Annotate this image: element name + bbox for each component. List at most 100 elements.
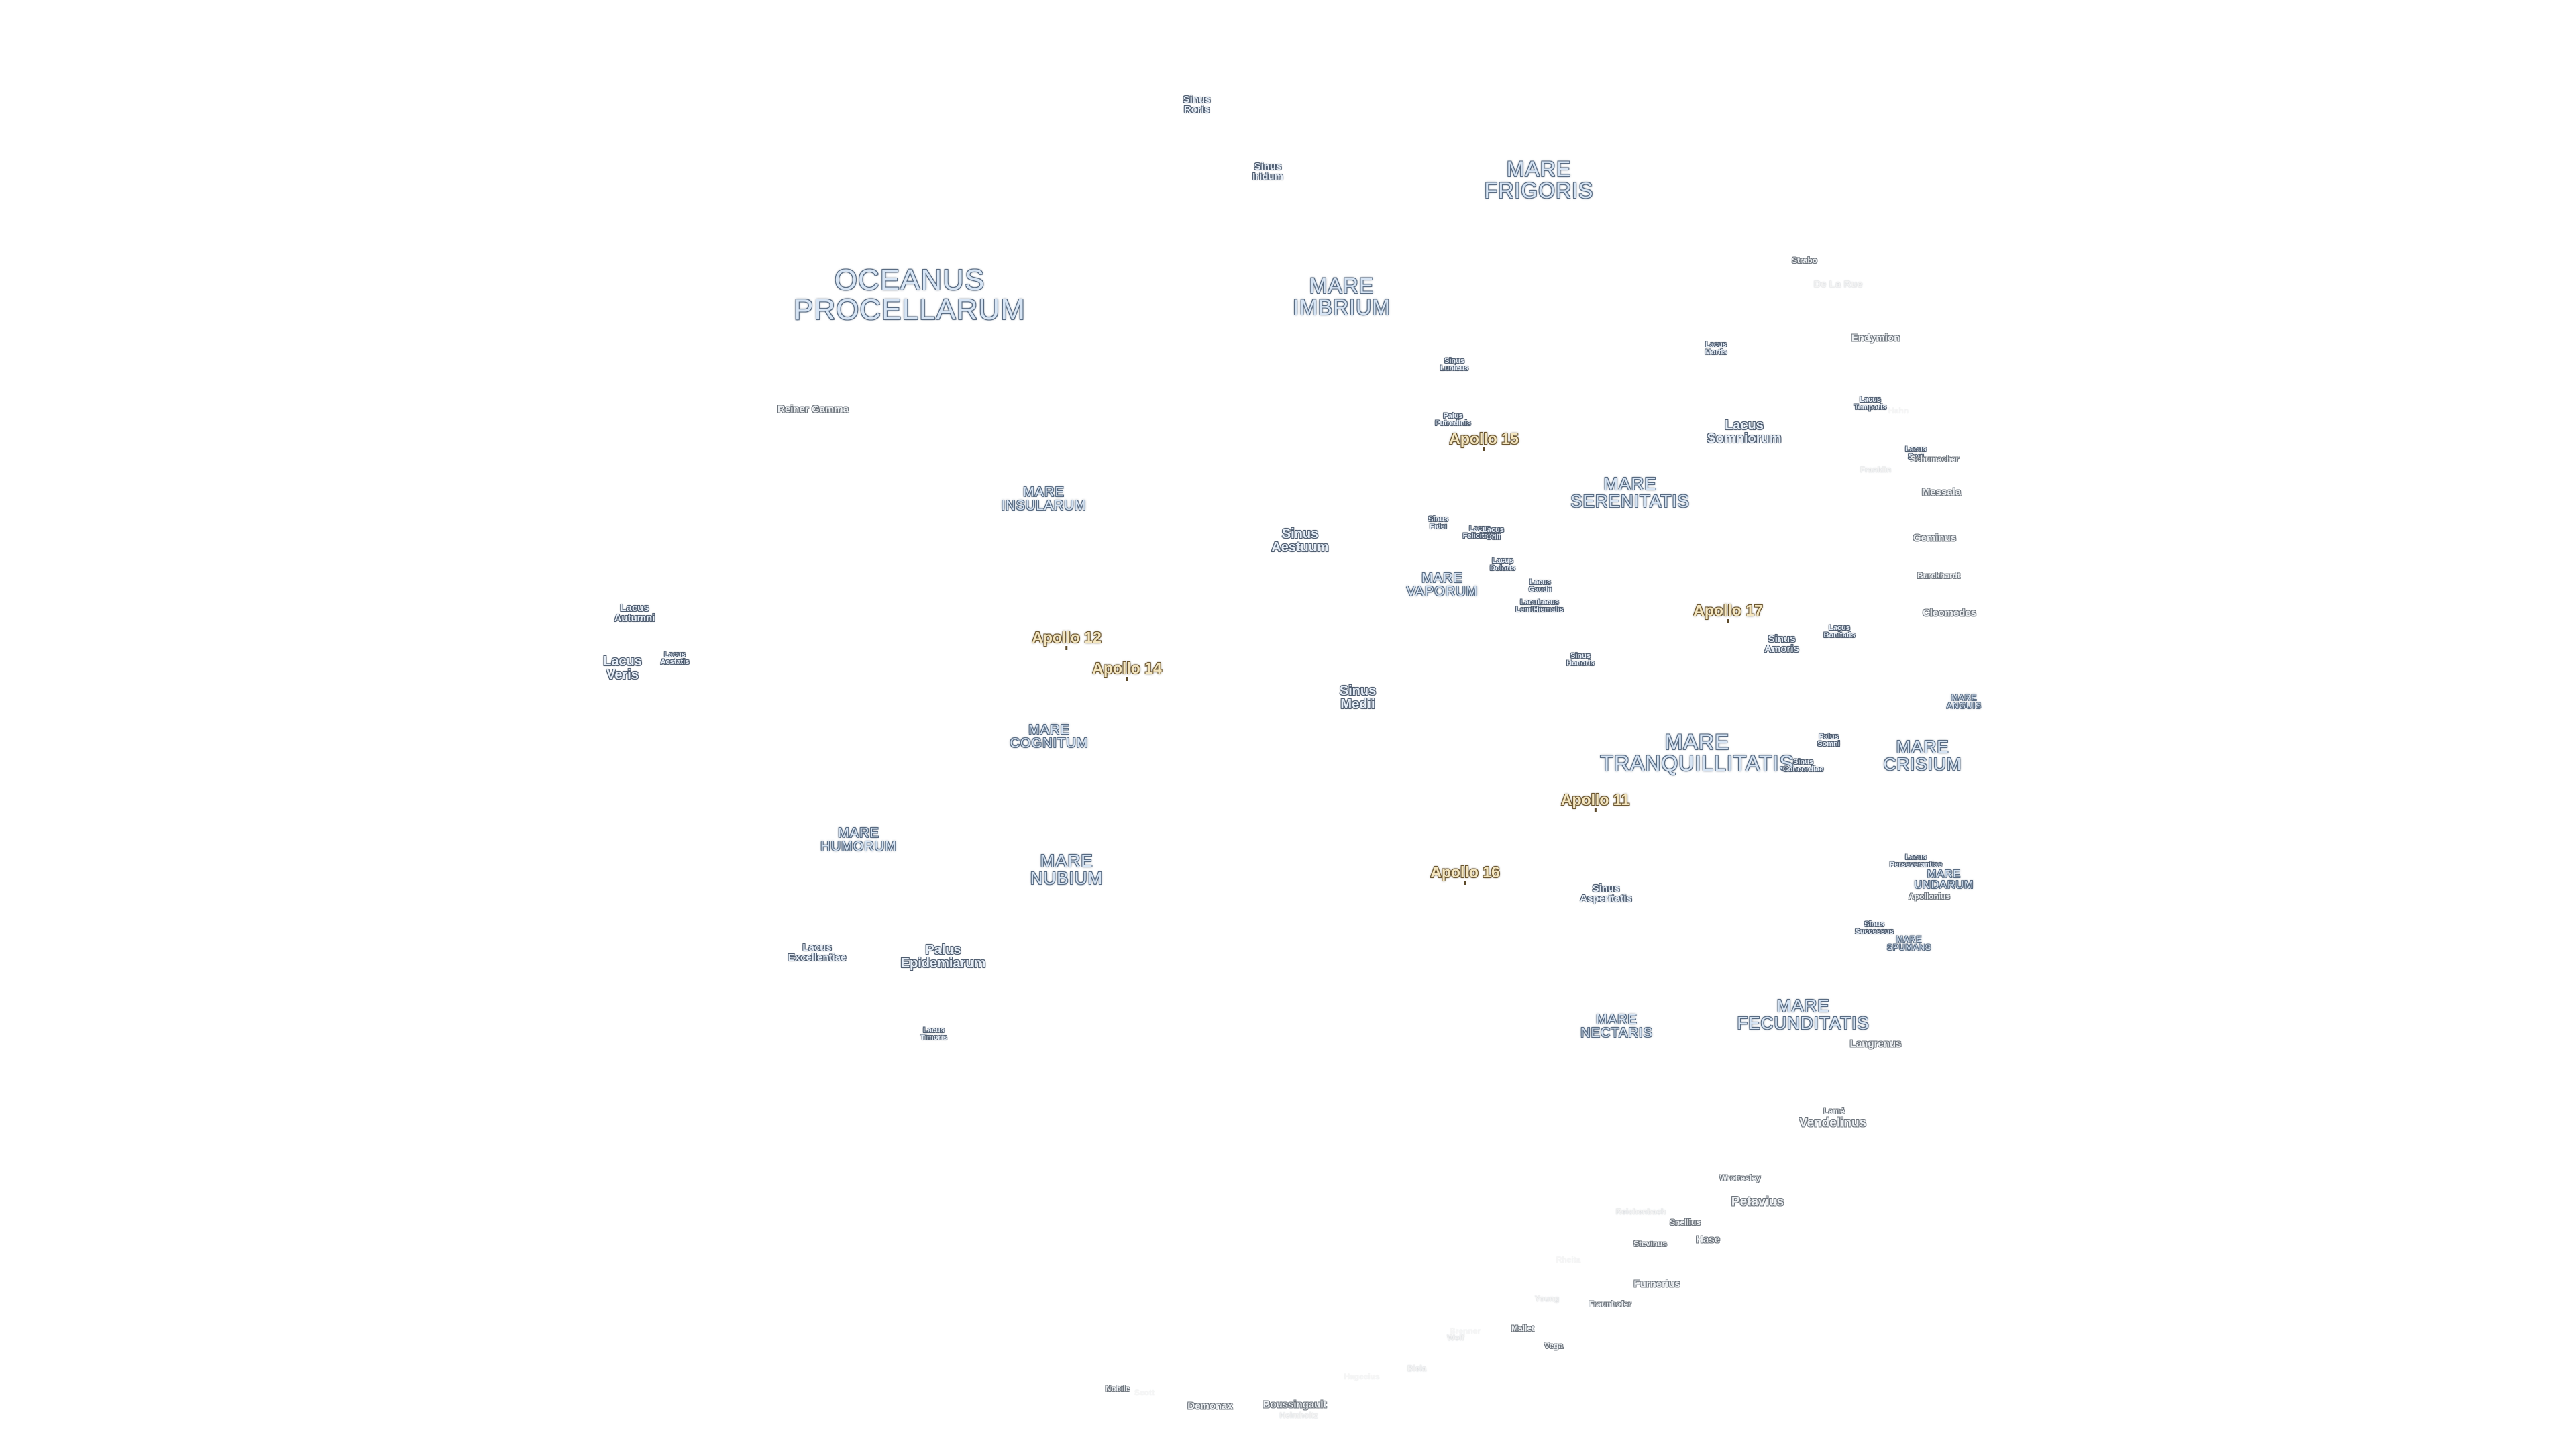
crater-schumacher[interactable]: Schumacher — [1910, 454, 1960, 464]
crater-messala[interactable]: Messala — [1921, 486, 1962, 498]
label-sinus-concordiae[interactable]: Sinus Concordiae — [1783, 759, 1824, 773]
label-mare-vaporum[interactable]: MARE VAPORUM — [1407, 572, 1479, 598]
label-mare-humorum[interactable]: MARE HUMORUM — [820, 826, 897, 853]
label-lacus-temporis[interactable]: Lacus Temporis — [1854, 396, 1887, 411]
crater-young[interactable]: Young — [1534, 1294, 1560, 1303]
label-mare-insularum[interactable]: MARE INSULARUM — [1002, 486, 1087, 513]
crater-brenner[interactable]: Brenner — [1449, 1326, 1481, 1336]
label-mare-tranquillitatis[interactable]: MARE TRANQUILLITATIS — [1600, 731, 1794, 774]
label-line: Sinus — [1793, 758, 1813, 766]
crater-langrenus[interactable]: Langrenus — [1849, 1038, 1902, 1050]
label-palus-somni[interactable]: Palus Somni — [1817, 733, 1840, 748]
label-lacus-hiemalis[interactable]: Lacus Hiemalis — [1533, 599, 1563, 614]
label-sinus-roris[interactable]: Sinus Roris — [1183, 95, 1211, 115]
label-lacus-lenitatis[interactable]: Lacus Lenitatis — [1515, 599, 1546, 614]
crater-strabo[interactable]: Strabo — [1791, 256, 1818, 265]
crater-endymion[interactable]: Endymion — [1851, 332, 1900, 344]
crater-apollonius[interactable]: Apollonius — [1909, 892, 1950, 901]
label-lacus-doloris[interactable]: Lacus Doloris — [1490, 557, 1515, 572]
crater-furnerius[interactable]: Furnerius — [1633, 1278, 1680, 1290]
crater-burckhardt[interactable]: Burckhardt — [1917, 571, 1961, 580]
label-line: Aestuum — [1271, 540, 1329, 555]
crater-wrottesley[interactable]: Wrottesley — [1719, 1173, 1761, 1183]
crater-reichenbach[interactable]: Reichenbach — [1615, 1207, 1666, 1216]
crater-franklin[interactable]: Franklin — [1860, 465, 1892, 474]
label-lacus-spei[interactable]: Lacus Spei — [1905, 446, 1927, 461]
label-sinus-iridum[interactable]: Sinus Iridum — [1252, 162, 1283, 182]
crater-reiner-gamma[interactable]: Reiner Gamma — [777, 403, 849, 415]
label-lacus-autumni[interactable]: Lacus Autumni — [614, 603, 655, 623]
label-line: VAPORUM — [1406, 584, 1479, 599]
label-mare-crisium[interactable]: MARE CRISIUM — [1884, 738, 1962, 773]
crater-wolf[interactable]: Wolf — [1447, 1333, 1464, 1342]
crater-vendelinus[interactable]: Vendelinus — [1799, 1116, 1867, 1130]
apollo-15-site[interactable]: Apollo 15 — [1449, 431, 1519, 451]
crater-scott[interactable]: Scott — [1134, 1388, 1155, 1397]
label-line: MARE — [1927, 869, 1962, 880]
label-sinus-lunicus[interactable]: Sinus Lunicus — [1440, 358, 1468, 372]
label-palus-epidemiarum[interactable]: Palus Epidemiarum — [901, 943, 986, 970]
crater-snellius[interactable]: Snellius — [1669, 1218, 1701, 1227]
label-line: NUBIUM — [1030, 868, 1104, 888]
label-lacus-timoris[interactable]: Lacus Timoris — [920, 1027, 947, 1042]
crater-geminus[interactable]: Geminus — [1913, 532, 1957, 544]
crater-demonax[interactable]: Demonax — [1187, 1400, 1233, 1412]
label-sinus-asperitatis[interactable]: Sinus Asperitatis — [1580, 883, 1632, 904]
label-oceanus-procellarum[interactable]: OCEANUS PROCELLARUM — [794, 266, 1026, 325]
label-lacus-gaudii[interactable]: Lacus Gaudii — [1529, 579, 1552, 594]
crater-de-la-rue[interactable]: De La Rue — [1813, 278, 1863, 290]
crater-rheita[interactable]: Rheita — [1556, 1255, 1581, 1265]
crater-mallet[interactable]: Mallet — [1511, 1324, 1535, 1333]
label-sinus-honoris[interactable]: Sinus Honoris — [1566, 653, 1595, 667]
label-mare-fecunditatis[interactable]: MARE FECUNDITATIS — [1737, 997, 1869, 1032]
label-mare-anguis[interactable]: MARE ANGUIS — [1947, 694, 1982, 710]
crater-helmholtz[interactable]: Helmholtz — [1279, 1411, 1318, 1420]
label-lacus-excellentiae[interactable]: Lacus Excellentiae — [788, 943, 847, 963]
label-line: MARE — [1309, 274, 1375, 298]
label-lacus-aestatis[interactable]: Lacus Aestatis — [661, 651, 690, 666]
label-lacus-odii[interactable]: Lacus Odii — [1483, 527, 1504, 541]
crater-vega[interactable]: Vega — [1544, 1341, 1564, 1350]
label-lacus-somniorum[interactable]: Lacus Somniorum — [1707, 419, 1781, 445]
label-mare-nubium[interactable]: MARE NUBIUM — [1030, 852, 1104, 887]
crater-biela[interactable]: Biela — [1407, 1364, 1427, 1373]
label-mare-spumans[interactable]: MARE SPUMANS — [1887, 935, 1931, 951]
label-lacus-veris[interactable]: Lacus Veris — [603, 655, 642, 682]
crater-cleomedes[interactable]: Cleomedes — [1922, 607, 1977, 619]
apollo-17-site[interactable]: Apollo 17 — [1693, 603, 1763, 623]
apollo-16-site[interactable]: Apollo 16 — [1430, 865, 1500, 885]
apollo-12-site[interactable]: Apollo 12 — [1032, 630, 1102, 650]
label-sinus-successus[interactable]: Sinus Successus — [1855, 921, 1893, 936]
crater-hagecius[interactable]: Hagecius — [1344, 1372, 1380, 1381]
crater-nobile[interactable]: Nobile — [1105, 1384, 1130, 1393]
label-sinus-aestuum[interactable]: Sinus Aestuum — [1271, 527, 1329, 554]
label-lacus-bonitatis[interactable]: Lacus Bonitatis — [1823, 625, 1855, 639]
crater-stevinus[interactable]: Stevinus — [1633, 1239, 1668, 1248]
label-lacus-felicitatis[interactable]: Lacus Felicitatis — [1463, 525, 1497, 540]
label-mare-frigoris[interactable]: MARE FRIGORIS — [1485, 158, 1594, 201]
label-line: Lacus — [1860, 396, 1881, 404]
apollo-14-site[interactable]: Apollo 14 — [1092, 661, 1162, 681]
label-palus-putredinis[interactable]: Palus Putredinis — [1435, 413, 1471, 427]
label-line: MARE — [1664, 730, 1730, 754]
label-sinus-fidei[interactable]: Sinus Fidei — [1428, 516, 1448, 531]
label-sinus-amoris[interactable]: Sinus Amoris — [1764, 634, 1799, 654]
crater-petavius[interactable]: Petavius — [1731, 1195, 1784, 1210]
apollo-11-site[interactable]: Apollo 11 — [1561, 792, 1629, 812]
label-lacus-perseverantiae[interactable]: Lacus Perseverantiae — [1890, 854, 1942, 869]
crater-hahn[interactable]: Hahn — [1888, 406, 1909, 415]
label-mare-imbrium[interactable]: MARE IMBRIUM — [1293, 275, 1391, 318]
label-mare-cognitum[interactable]: MARE COGNITUM — [1010, 723, 1089, 750]
crater-boussingault[interactable]: Boussingault — [1263, 1399, 1327, 1411]
label-mare-undarum[interactable]: MARE UNDARUM — [1915, 869, 1974, 891]
label-sinus-medii[interactable]: Sinus Medii — [1340, 684, 1376, 711]
landing-marker-icon — [1126, 677, 1128, 681]
label-line: MARE — [1506, 157, 1572, 181]
crater-fraunhofer[interactable]: Fraunhofer — [1589, 1299, 1631, 1309]
crater-lame[interactable]: Lamé — [1823, 1106, 1845, 1116]
label-mare-nectaris[interactable]: MARE NECTARIS — [1580, 1013, 1653, 1040]
crater-hase[interactable]: Hase — [1696, 1234, 1720, 1246]
label-lacus-mortis[interactable]: Lacus Mortis — [1705, 341, 1727, 356]
label-mare-serenitatis[interactable]: MARE SERENITATIS — [1570, 475, 1690, 510]
